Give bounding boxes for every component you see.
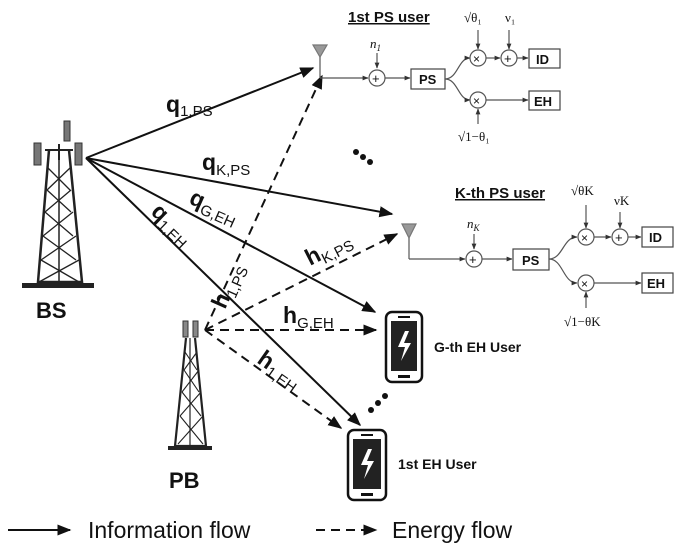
arrow-q1ps — [85, 67, 315, 159]
antenna-icon — [311, 44, 329, 59]
id-block-k — [641, 226, 674, 248]
legend: Information flow Energy flow — [8, 517, 513, 543]
svg-text:×: × — [473, 52, 480, 66]
eh-user-1-label: 1st EH User — [398, 456, 477, 472]
svg-text:+: + — [615, 230, 623, 245]
arrow-qkps — [85, 157, 394, 218]
arrow-h1eh — [204, 329, 343, 429]
svg-text:+: + — [372, 71, 380, 86]
svg-text:+: + — [469, 252, 477, 267]
sqrt-theta-k: √θK — [571, 183, 594, 198]
ps-user-k-title: K-th PS user — [455, 185, 545, 202]
channel-label-qgeh: qG,EH — [184, 184, 243, 232]
eh-user-1-phone-icon — [346, 428, 388, 502]
nu-k: νK — [614, 193, 630, 208]
svg-text:ID: ID — [536, 52, 549, 67]
noise-label-1: n1 — [370, 36, 381, 53]
nu-1: ν₁ — [505, 10, 515, 25]
channel-label-hgeh: hG,EH — [283, 302, 334, 332]
svg-text:+: + — [504, 51, 512, 66]
arrow-h1ps — [204, 74, 323, 331]
id-block-1 — [528, 48, 561, 69]
sqrt-one-minus-theta-1: √1−θ₁ — [458, 129, 490, 144]
pb-tower-icon — [168, 320, 212, 450]
eh-user-g-phone-icon — [384, 310, 424, 384]
information-flow-arrows — [85, 67, 394, 426]
eh-block-k — [641, 272, 674, 294]
channel-label-h1eh: h1,EH — [251, 345, 307, 397]
svg-text:ID: ID — [649, 230, 662, 245]
eh-users-ellipsis-icon — [368, 393, 388, 413]
channel-label-h1ps: h1,PS — [206, 259, 252, 314]
antenna-icon — [401, 223, 417, 240]
eh-block-1 — [528, 90, 561, 111]
ps-user-1-receiver: 1st PS user + n1 PS × √θ₁ + ν₁ ID × √1−θ — [311, 9, 561, 144]
pb-label: PB — [169, 468, 200, 493]
eh-user-g-label: G-th EH User — [434, 339, 522, 355]
channel-label-q1ps: q1,PS — [166, 91, 213, 120]
channel-label-qkps: qK,PS — [202, 149, 250, 179]
sqrt-theta-1: √θ₁ — [464, 10, 482, 25]
svg-text:×: × — [581, 231, 588, 245]
sqrt-one-minus-theta-k: √1−θK — [564, 314, 601, 329]
bs-label: BS — [36, 298, 67, 323]
svg-text:×: × — [473, 94, 480, 108]
arrow-qgeh — [85, 157, 377, 313]
arrow-hkps — [204, 233, 399, 331]
energy-flow-arrows — [204, 74, 399, 429]
noise-label-k: nK — [467, 216, 481, 233]
svg-text:EH: EH — [647, 276, 665, 291]
svg-text:PS: PS — [522, 253, 540, 268]
ps-user-k-receiver: K-th PS user + nK PS × √θK + νK ID × √1−… — [401, 183, 674, 329]
svg-text:PS: PS — [419, 72, 437, 87]
bs-tower-icon — [22, 120, 94, 288]
svg-text:EH: EH — [534, 94, 552, 109]
channel-label-hkps: hK,PS — [300, 225, 357, 274]
arrow-q1eh — [85, 157, 362, 426]
ps-user-1-title: 1st PS user — [348, 9, 430, 26]
ps-users-ellipsis-icon — [353, 149, 373, 165]
legend-info-label: Information flow — [88, 517, 251, 543]
svg-text:×: × — [581, 277, 588, 291]
legend-energy-label: Energy flow — [392, 517, 513, 543]
